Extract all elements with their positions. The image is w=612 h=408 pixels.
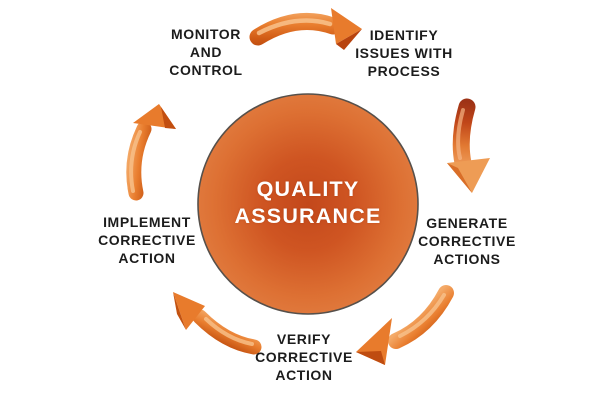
arrow-band [452,98,476,172]
arrow-head-fold [173,292,186,330]
arrow-head-fold [447,163,472,193]
arrow-head [331,8,362,44]
arrow-head [447,158,490,193]
arrow-band-highlight [456,108,465,160]
arrow-head-fold [356,351,385,365]
arrow-band-highlight [256,18,333,36]
arrow-band [126,121,152,201]
step-label-monitor-and-control: MONITOR AND CONTROL [169,26,243,78]
arrow-band-highlight [129,130,142,193]
step-label-identify-issues-with-process: IDENTIFY ISSUES WITH PROCESS [355,27,453,79]
arrow-head-fold [161,107,176,129]
step-label-implement-corrective-action: IMPLEMENT CORRECTIVE ACTION [98,214,196,266]
arrow-band [192,309,262,355]
arrow-generate-to-verify [356,285,454,365]
arrow-head [173,292,205,330]
arrow-monitor-to-identify [249,8,362,50]
step-label-verify-corrective-action: VERIFY CORRECTIVE ACTION [255,331,353,383]
center-title: QUALITY ASSURANCE [234,177,382,228]
arrow-implement-to-monitor [126,104,176,201]
center-circle [197,93,419,315]
arrow-verify-to-implement [173,292,262,355]
step-label-generate-corrective-actions: GENERATE CORRECTIVE ACTIONS [418,215,516,267]
arrow-identify-to-generate [447,98,490,193]
arrow-band-highlight [398,293,446,338]
arrow-head-fold [336,29,362,50]
arrow-band-highlight [204,317,254,346]
